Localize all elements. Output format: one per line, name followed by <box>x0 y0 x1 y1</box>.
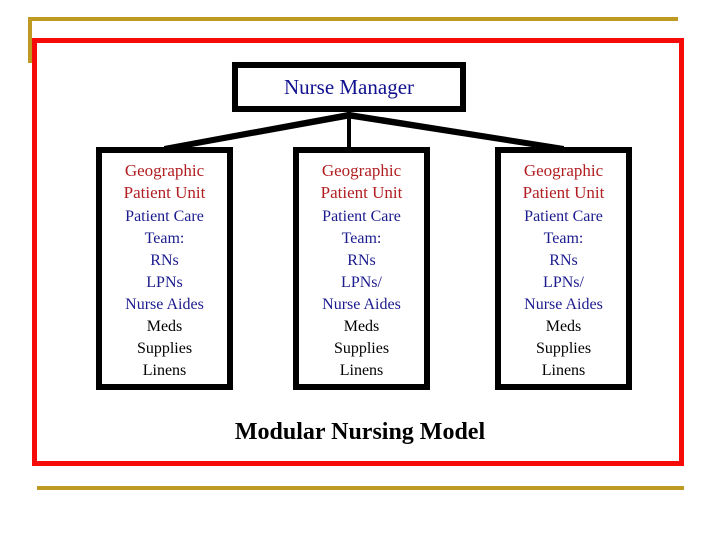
unit-1-resources-list: Meds Supplies Linens <box>102 316 227 382</box>
unit-2-blue-line-4: LPNs/ <box>341 273 382 291</box>
unit-1-black-line-3: Linens <box>142 361 187 379</box>
unit-3-black-line-2: Supplies <box>535 339 592 357</box>
unit-3-blue-line-2: Team: <box>543 230 584 248</box>
unit-1-care-team-list: Patient Care Team: RNs LPNs Nurse Aides <box>102 206 227 316</box>
unit-3-blue-line-5: Nurse Aides <box>524 295 603 313</box>
gold-bottom-rule <box>37 486 684 490</box>
org-node-geographic-patient-unit-1[interactable]: Geographic Patient Unit Patient Care Tea… <box>96 147 233 390</box>
gold-left-corner-stub <box>28 17 32 63</box>
unit-2-black-line-2: Supplies <box>333 339 390 357</box>
unit-2-black-line-1: Meds <box>343 317 380 335</box>
chart-caption: Modular Nursing Model <box>234 419 486 445</box>
unit-1-heading: Geographic Patient Unit <box>102 160 227 203</box>
unit-2-blue-line-1: Patient Care <box>322 208 401 226</box>
org-node-nurse-manager-label: Nurse Manager <box>283 74 415 99</box>
unit-2-heading-line-1: Geographic <box>321 161 402 180</box>
unit-2-heading-line-2: Patient Unit <box>320 182 403 202</box>
unit-2-blue-line-3: RNs <box>347 251 376 269</box>
unit-1-blue-line-1: Patient Care <box>125 208 204 226</box>
org-node-nurse-manager[interactable]: Nurse Manager <box>232 62 466 112</box>
unit-3-heading: Geographic Patient Unit <box>501 160 626 203</box>
unit-1-blue-line-5: Nurse Aides <box>125 295 204 313</box>
unit-2-resources-list: Meds Supplies Linens <box>299 316 424 382</box>
unit-2-blue-line-2: Team: <box>341 230 382 248</box>
unit-2-black-line-3: Linens <box>339 361 384 379</box>
gold-top-rule <box>28 17 678 21</box>
unit-3-black-line-3: Linens <box>541 361 586 379</box>
unit-3-black-line-1: Meds <box>545 317 582 335</box>
unit-1-black-line-2: Supplies <box>136 339 193 357</box>
org-node-geographic-patient-unit-2[interactable]: Geographic Patient Unit Patient Care Tea… <box>293 147 430 390</box>
unit-3-blue-line-1: Patient Care <box>524 208 603 226</box>
unit-1-heading-line-2: Patient Unit <box>123 182 206 202</box>
unit-2-blue-line-5: Nurse Aides <box>322 295 401 313</box>
unit-3-heading-line-2: Patient Unit <box>522 182 605 202</box>
unit-3-care-team-list: Patient Care Team: RNs LPNs/ Nurse Aides <box>501 206 626 316</box>
unit-3-heading-line-1: Geographic <box>523 161 604 180</box>
unit-2-heading: Geographic Patient Unit <box>299 160 424 203</box>
unit-1-blue-line-4: LPNs <box>146 273 183 291</box>
unit-3-resources-list: Meds Supplies Linens <box>501 316 626 382</box>
unit-3-blue-line-4: LPNs/ <box>543 273 584 291</box>
unit-1-heading-line-1: Geographic <box>124 161 205 180</box>
org-node-geographic-patient-unit-3[interactable]: Geographic Patient Unit Patient Care Tea… <box>495 147 632 390</box>
unit-1-blue-line-3: RNs <box>150 251 179 269</box>
unit-1-blue-line-2: Team: <box>144 230 185 248</box>
unit-1-black-line-1: Meds <box>146 317 183 335</box>
unit-2-care-team-list: Patient Care Team: RNs LPNs/ Nurse Aides <box>299 206 424 316</box>
unit-3-blue-line-3: RNs <box>549 251 578 269</box>
